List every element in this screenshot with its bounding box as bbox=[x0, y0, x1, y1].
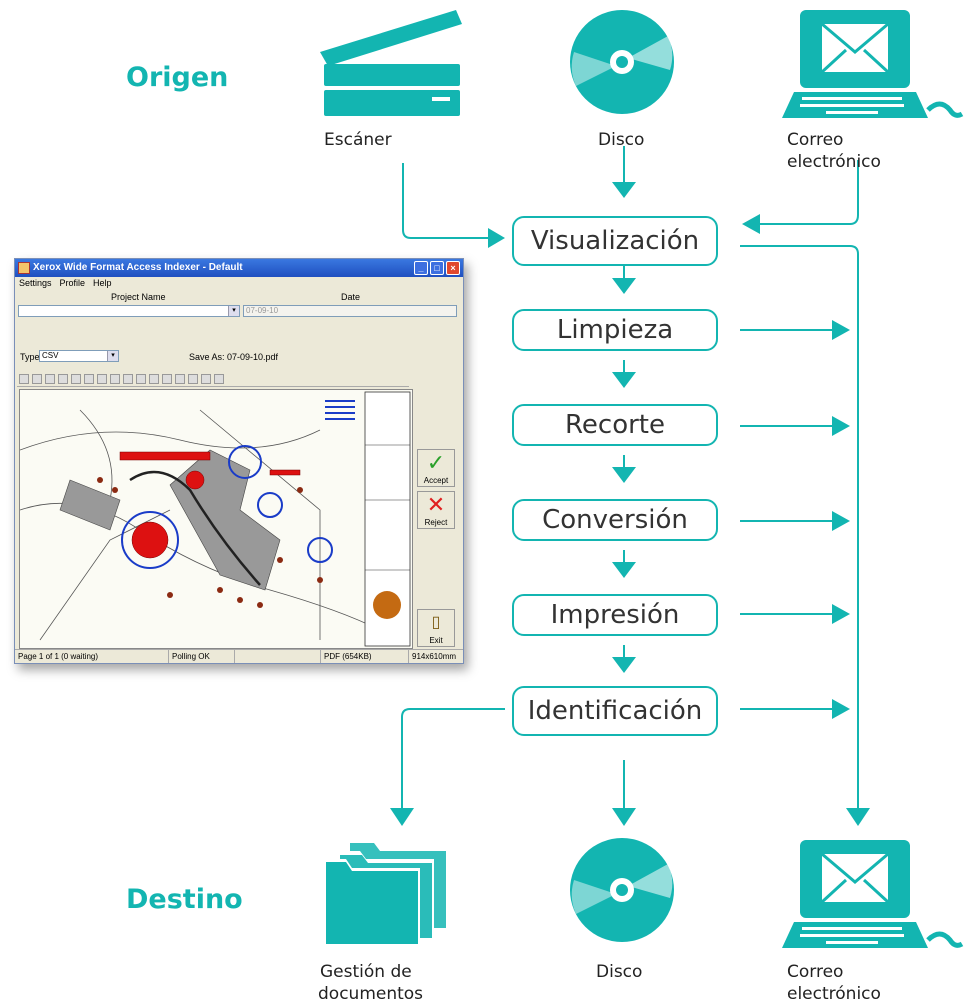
connector-email-top bbox=[760, 160, 859, 225]
status-empty bbox=[235, 650, 321, 663]
connector-right-trunk bbox=[740, 245, 859, 808]
menu-bar: Settings Profile Help bbox=[15, 277, 463, 290]
menu-profile[interactable]: Profile bbox=[59, 278, 86, 288]
site-plan-image bbox=[20, 390, 412, 648]
status-polling: Polling OK bbox=[169, 650, 235, 663]
folder-caption-line1: Gestión de bbox=[320, 962, 412, 982]
zoom-out-icon[interactable] bbox=[123, 373, 133, 384]
menu-settings[interactable]: Settings bbox=[19, 278, 52, 288]
print-icon[interactable] bbox=[19, 373, 29, 384]
email-caption-bottom-line1: Correo bbox=[787, 962, 844, 982]
step-impresion: Impresión bbox=[512, 594, 718, 636]
save-as-text: Save As: 07-09-10.pdf bbox=[189, 352, 279, 362]
next-icon[interactable] bbox=[214, 373, 224, 384]
destination-label: Destino bbox=[126, 884, 243, 915]
disc-caption: Disco bbox=[598, 130, 645, 150]
menu-help[interactable]: Help bbox=[93, 278, 112, 288]
type-value: CSV bbox=[42, 351, 59, 360]
maximize-icon[interactable]: □ bbox=[430, 261, 444, 275]
status-size: 914x610mm bbox=[412, 652, 457, 661]
accept-button[interactable]: ✓ Accept bbox=[417, 449, 455, 487]
exit-label: Exit bbox=[429, 636, 443, 645]
undo-icon[interactable] bbox=[45, 373, 55, 384]
status-page: Page 1 of 1 (0 waiting) bbox=[15, 650, 169, 663]
email-caption-line2: electrónico bbox=[787, 152, 881, 172]
disc-caption-bottom: Disco bbox=[596, 962, 643, 982]
zoom-in-icon[interactable] bbox=[110, 373, 120, 384]
status-bar: Page 1 of 1 (0 waiting) Polling OK PDF (… bbox=[15, 649, 463, 663]
deskew-icon[interactable] bbox=[162, 373, 172, 384]
hand-icon[interactable] bbox=[84, 373, 94, 384]
connector-scanner bbox=[402, 163, 488, 239]
window-titlebar: Xerox Wide Format Access Indexer - Defau… bbox=[15, 259, 463, 277]
reject-button[interactable]: ✕ Reject bbox=[417, 491, 455, 529]
date-value: 07-09-10 bbox=[246, 306, 279, 315]
exit-icon: ▯ bbox=[431, 614, 441, 631]
indexer-window: Xerox Wide Format Access Indexer - Defau… bbox=[14, 258, 464, 664]
fit-icon[interactable] bbox=[136, 373, 146, 384]
project-name-label: Project Name bbox=[111, 292, 166, 302]
chevron-down-icon: ▾ bbox=[228, 306, 239, 316]
select-icon[interactable] bbox=[97, 373, 107, 384]
window-title: Xerox Wide Format Access Indexer - Defau… bbox=[33, 262, 243, 273]
email-caption-bottom-line2: electrónico bbox=[787, 984, 881, 1004]
exit-button[interactable]: ▯ Exit bbox=[417, 609, 455, 647]
step-conversion: Conversión bbox=[512, 499, 718, 541]
crop-icon[interactable] bbox=[149, 373, 159, 384]
minimize-icon[interactable]: _ bbox=[414, 261, 428, 275]
x-icon: ✕ bbox=[426, 492, 446, 517]
folder-caption-line2: documentos bbox=[318, 984, 424, 1004]
step-limpieza: Limpieza bbox=[512, 309, 718, 351]
type-label: Type bbox=[20, 352, 40, 362]
date-field[interactable]: 07-09-10 bbox=[243, 305, 457, 317]
step-recorte: Recorte bbox=[512, 404, 718, 446]
email-caption-line1: Correo bbox=[787, 130, 844, 150]
cut-icon[interactable] bbox=[58, 373, 68, 384]
erase-icon[interactable] bbox=[188, 373, 198, 384]
status-pdf: PDF (654KB) bbox=[321, 650, 409, 663]
accept-label: Accept bbox=[423, 476, 449, 485]
step-visualizacion: Visualización bbox=[512, 216, 718, 266]
drawing-preview bbox=[19, 389, 413, 649]
prev-icon[interactable] bbox=[201, 373, 211, 384]
chevron-down-icon: ▾ bbox=[107, 351, 118, 361]
reject-label: Reject bbox=[424, 518, 448, 527]
copy-icon[interactable] bbox=[71, 373, 81, 384]
date-label: Date bbox=[341, 292, 361, 302]
checkmark-icon: ✓ bbox=[426, 450, 446, 475]
close-icon[interactable]: × bbox=[446, 261, 460, 275]
origin-label: Origen bbox=[126, 62, 229, 93]
viewer-toolbar bbox=[17, 371, 409, 387]
rotate-icon[interactable] bbox=[32, 373, 42, 384]
step-identificacion: Identificación bbox=[512, 686, 718, 736]
connector-to-folder bbox=[401, 708, 505, 808]
scanner-caption: Escáner bbox=[324, 130, 392, 150]
clean-icon[interactable] bbox=[175, 373, 185, 384]
type-select[interactable]: CSV ▾ bbox=[39, 350, 119, 362]
project-name-select[interactable]: ▾ bbox=[18, 305, 240, 317]
app-icon bbox=[18, 262, 30, 274]
